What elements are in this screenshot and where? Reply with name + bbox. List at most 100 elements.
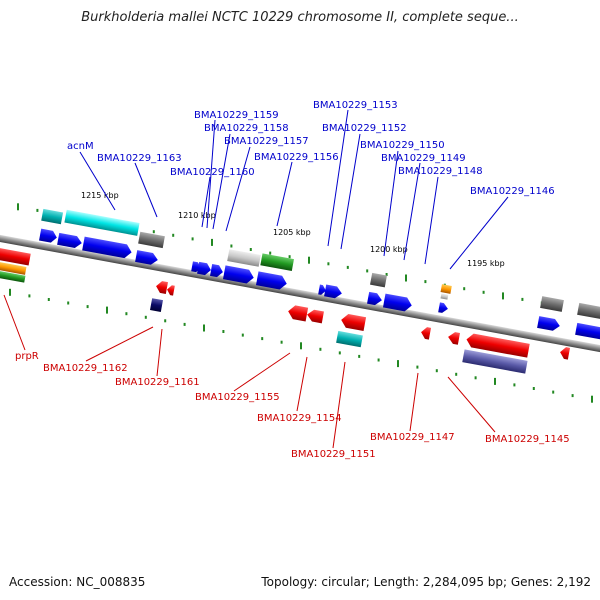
minor-tick-mark: [346, 265, 349, 269]
gene-feature[interactable]: [64, 209, 140, 236]
gene-arrow-forward[interactable]: [197, 261, 212, 276]
gene-label[interactable]: BMA10229_1146: [470, 186, 555, 197]
minor-tick-mark: [358, 354, 361, 358]
gene-arrow-forward[interactable]: [318, 284, 327, 296]
gene-label[interactable]: BMA10229_1145: [485, 434, 570, 445]
gene-arrow-reverse[interactable]: [306, 309, 324, 324]
minor-tick-mark: [552, 390, 555, 394]
gene-feature[interactable]: [577, 302, 600, 321]
lower-tick-track: [9, 288, 593, 403]
gene-feature[interactable]: [336, 330, 363, 348]
gene-feature[interactable]: [370, 272, 387, 288]
minor-tick-mark: [241, 333, 244, 337]
minor-tick-mark: [191, 237, 194, 241]
gene-label[interactable]: BMA10229_1153: [313, 100, 398, 111]
scale-label: 1215 kbp: [81, 191, 119, 200]
gene-arrow-reverse[interactable]: [465, 333, 530, 358]
gene-label[interactable]: acnM: [67, 141, 94, 152]
gene-arrow-forward[interactable]: [575, 322, 600, 341]
major-tick-mark: [308, 256, 310, 264]
gene-label[interactable]: BMA10229_1161: [115, 377, 200, 388]
minor-tick-mark: [521, 297, 524, 301]
dna-backbone: [0, 214, 600, 373]
backbone-track: [0, 214, 600, 373]
gene-arrow-forward[interactable]: [39, 228, 58, 244]
gene-label[interactable]: BMA10229_1159: [194, 110, 279, 121]
minor-tick-mark: [144, 315, 147, 319]
gene-feature[interactable]: [0, 260, 27, 275]
minor-tick-mark: [183, 322, 186, 326]
gene-arrow-forward[interactable]: [367, 291, 383, 306]
reverse-genes-row: [149, 280, 571, 374]
minor-tick-mark: [261, 337, 264, 341]
gene-arrow-reverse[interactable]: [447, 331, 461, 345]
gene-label[interactable]: BMA10229_1150: [360, 140, 445, 151]
scale-label: 1200 kbp: [370, 245, 408, 254]
minor-tick-mark: [424, 280, 427, 284]
major-tick-mark: [397, 360, 399, 368]
gene-arrow-forward[interactable]: [438, 302, 449, 313]
gene-label[interactable]: BMA10229_1162: [43, 363, 128, 374]
minor-tick-mark: [269, 251, 272, 255]
leader-lines-reverse: [3, 294, 496, 449]
gene-arrow-forward[interactable]: [82, 236, 133, 260]
gene-feature[interactable]: [149, 298, 163, 312]
minor-tick-mark: [319, 347, 322, 351]
gene-feature[interactable]: [227, 249, 261, 267]
gene-arrow-forward[interactable]: [382, 293, 413, 313]
gene-label[interactable]: BMA10229_1149: [381, 153, 466, 164]
gene-arrow-forward[interactable]: [222, 265, 255, 284]
gene-label[interactable]: BMA10229_1151: [291, 449, 376, 460]
leader-lines-forward: [79, 109, 509, 270]
gene-arrow-forward[interactable]: [255, 271, 288, 290]
gene-feature[interactable]: [440, 293, 449, 300]
gene-label[interactable]: BMA10229_1160: [170, 167, 255, 178]
gene-arrow-reverse[interactable]: [155, 280, 168, 294]
gene-arrow-reverse[interactable]: [559, 346, 571, 360]
major-tick-mark: [17, 203, 19, 211]
gene-label[interactable]: BMA10229_1152: [322, 123, 407, 134]
scale-label: 1210 kbp: [178, 211, 216, 220]
gene-feature[interactable]: [462, 349, 528, 374]
gene-label[interactable]: BMA10229_1147: [370, 432, 455, 443]
gene-feature[interactable]: [41, 208, 64, 225]
major-tick-mark: [591, 395, 593, 403]
forward-genes-inner-row: [39, 228, 600, 341]
gene-label[interactable]: BMA10229_1157: [224, 136, 309, 147]
gene-label[interactable]: BMA10229_1155: [195, 392, 280, 403]
minor-tick-mark: [47, 298, 50, 301]
gene-arrow-reverse[interactable]: [340, 313, 367, 332]
gene-arrow-reverse[interactable]: [166, 285, 175, 296]
gene-label[interactable]: prpR: [15, 351, 39, 362]
minor-tick-mark: [435, 369, 438, 373]
minor-tick-mark: [455, 372, 458, 376]
gene-arrow-forward[interactable]: [324, 284, 343, 299]
major-tick-mark: [203, 324, 205, 332]
minor-tick-mark: [222, 330, 225, 333]
gene-feature[interactable]: [540, 296, 564, 312]
gene-label[interactable]: BMA10229_1163: [97, 153, 182, 164]
gene-arrow-forward[interactable]: [210, 264, 224, 278]
gene-feature[interactable]: [138, 231, 165, 249]
gene-feature[interactable]: [0, 269, 26, 283]
minor-tick-mark: [513, 383, 516, 387]
gene-label[interactable]: BMA10229_1148: [398, 166, 483, 177]
gene-arrow-reverse[interactable]: [420, 326, 432, 340]
gene-feature[interactable]: [440, 284, 452, 294]
minor-tick-mark: [172, 233, 175, 237]
gene-arrow-forward[interactable]: [537, 316, 561, 332]
minor-tick-mark: [416, 365, 419, 369]
gene-arrow-forward[interactable]: [135, 250, 159, 266]
gene-feature[interactable]: [0, 246, 31, 266]
gene-label[interactable]: BMA10229_1154: [257, 413, 342, 424]
gene-feature[interactable]: [260, 253, 294, 271]
gene-label[interactable]: BMA10229_1156: [254, 152, 339, 163]
minor-tick-mark: [280, 340, 283, 344]
minor-tick-mark: [36, 208, 39, 212]
gene-label[interactable]: BMA10229_1158: [204, 123, 289, 134]
gene-arrow-forward[interactable]: [57, 232, 83, 249]
major-tick-mark: [106, 306, 108, 314]
gene-arrow-reverse[interactable]: [287, 304, 309, 322]
